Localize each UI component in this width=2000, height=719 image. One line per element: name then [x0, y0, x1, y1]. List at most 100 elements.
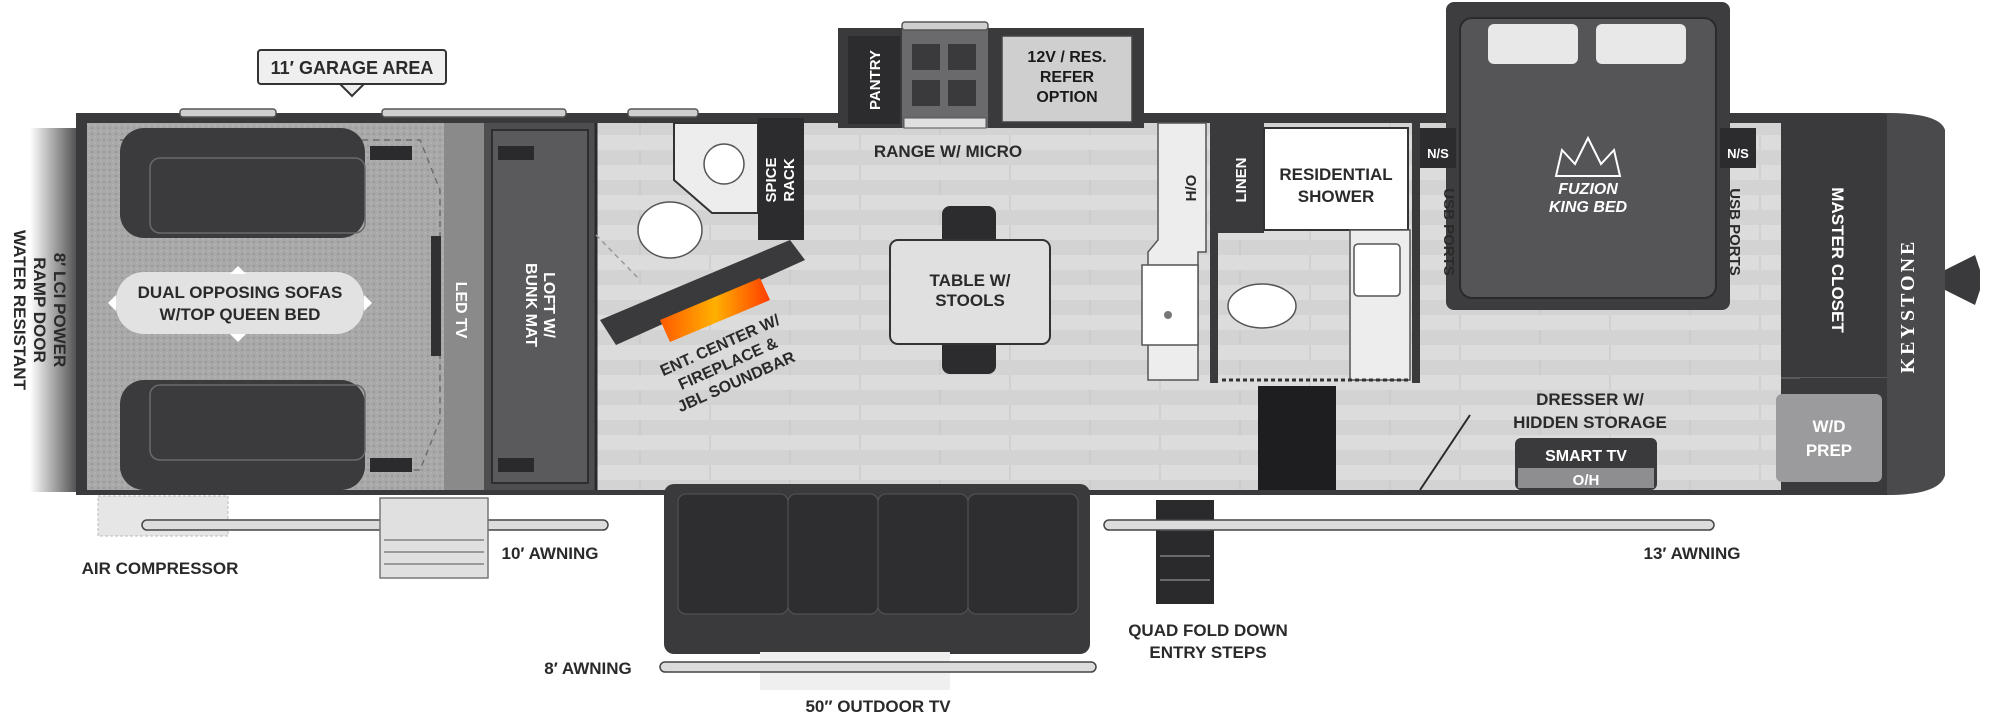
label-usb-left: USB PORTS [1440, 188, 1457, 276]
label-wd-2: PREP [1806, 441, 1852, 460]
garage-steps [379, 497, 489, 579]
dining-table [889, 239, 1051, 345]
bath-sink [1353, 243, 1401, 297]
arrow-right-icon [364, 295, 372, 311]
label-wd-1: W/D [1812, 417, 1845, 436]
smart-tv-strip [1518, 468, 1654, 488]
wall-diagonal [595, 234, 641, 281]
entry-door [1258, 386, 1336, 490]
ns-right [1720, 128, 1756, 168]
crown-icon [1554, 135, 1622, 177]
range-top [902, 28, 988, 128]
range-burners [912, 44, 976, 106]
shower [1263, 127, 1409, 231]
loft-strap-top [498, 146, 534, 160]
label-shower-2: SHOWER [1298, 187, 1375, 206]
loft-strap-bottom [498, 458, 534, 472]
awning-8 [659, 661, 1097, 673]
label-ho: H/O [1183, 174, 1200, 201]
label-ns-left: N/S [1427, 146, 1449, 161]
label-shower-1: RESIDENTIAL [1279, 165, 1392, 184]
svg-text:LOFT W/: LOFT W/ [540, 272, 557, 338]
svg-text:8′ LCI POWER: 8′ LCI POWER [50, 253, 69, 368]
sofa-bottom [120, 380, 412, 490]
label-refer-3: OPTION [1036, 89, 1097, 106]
label-refer-2: REFER [1040, 69, 1095, 86]
sofa-seat-2 [787, 493, 879, 615]
label-ns-right: N/S [1727, 146, 1749, 161]
arrow-down-icon [230, 334, 246, 342]
label-master-closet: MASTER CLOSET [1828, 187, 1847, 333]
label-spice-rack: SPICE RACK [763, 157, 798, 202]
svg-text:SPICE: SPICE [763, 157, 780, 202]
label-range: RANGE W/ MICRO [874, 142, 1022, 161]
led-tv-wall [444, 123, 484, 490]
toilet [1227, 283, 1297, 329]
king-bed [1459, 17, 1717, 299]
window-3 [627, 108, 699, 118]
label-dresser-1: DRESSER W/ [1536, 390, 1644, 409]
linen-closet [1218, 123, 1264, 233]
led-tv-panel [431, 236, 441, 356]
label-oh: O/H [1573, 472, 1600, 489]
sofa-seat-3 [877, 493, 969, 615]
stool-top [942, 206, 996, 246]
label-led-tv: LED TV [452, 282, 469, 339]
label-bed-2: KING BED [1549, 199, 1628, 216]
loft-mat [491, 129, 589, 484]
label-linen: LINEN [1233, 158, 1250, 203]
master-closet [1781, 123, 1887, 378]
fireplace-flames [660, 278, 770, 342]
label-outdoor-tv: 50″ OUTDOOR TV [805, 697, 951, 716]
sofa-top [120, 128, 412, 238]
label-sofas-2: W/TOP QUEEN BED [160, 305, 321, 324]
pillow-right [1596, 24, 1686, 64]
awning-10 [141, 519, 609, 531]
arrow-up-icon [230, 266, 246, 274]
vanity-sink [703, 143, 745, 185]
pillow-left [1488, 24, 1578, 64]
label-refer-1: 12V / RES. [1027, 49, 1106, 66]
label-usb-right: USB PORTS [1726, 188, 1743, 276]
label-garage-area: 11′ GARAGE AREA [271, 58, 434, 78]
brand-logo: KEYSTONE [1897, 239, 1919, 374]
hitch-pin [1945, 255, 1980, 305]
label-air-compressor: AIR COMPRESSOR [82, 559, 239, 578]
svg-text:RAMP DOOR: RAMP DOOR [30, 257, 49, 362]
sofa-seat-1 [677, 493, 789, 615]
svg-text:WATER RESISTANT: WATER RESISTANT [10, 230, 29, 391]
label-table-2: STOOLS [935, 291, 1005, 310]
svg-text:RACK: RACK [781, 158, 798, 201]
label-dresser-2: HIDDEN STORAGE [1513, 413, 1667, 432]
label-pantry: PANTRY [867, 50, 884, 110]
label-table-1: TABLE W/ [930, 271, 1011, 290]
sofa-seat-4 [967, 493, 1079, 615]
label-steps-2: ENTRY STEPS [1149, 643, 1266, 662]
ramp-door [30, 128, 80, 492]
awning-13 [1103, 519, 1715, 531]
garage-step-lines [384, 539, 484, 565]
label-steps-1: QUAD FOLD DOWN [1128, 621, 1288, 640]
entertainment-center [600, 240, 805, 345]
toilet-round [637, 201, 703, 259]
wd-prep [1776, 394, 1882, 482]
label-awning-13: 13′ AWNING [1644, 544, 1741, 563]
label-bed-1: FUZION [1558, 181, 1618, 198]
front-cap [1887, 113, 1945, 495]
range-window [901, 21, 989, 31]
bath-wall-right [1412, 118, 1420, 383]
label-awning-8: 8′ AWNING [544, 659, 632, 678]
ns-left [1420, 128, 1456, 168]
label-ramp-door: 8′ LCI POWER RAMP DOOR WATER RESISTANT [10, 230, 69, 391]
svg-text:BUNK MAT: BUNK MAT [522, 263, 539, 347]
callout-pointer [337, 83, 367, 98]
range-front [903, 117, 987, 129]
label-awning-10: 10′ AWNING [502, 544, 599, 563]
window-2 [381, 108, 567, 118]
window-1 [179, 108, 277, 118]
queen-bed-label-bg [116, 272, 364, 334]
refer [1001, 35, 1133, 123]
bath-wall [1210, 118, 1218, 383]
label-sofas-1: DUAL OPPOSING SOFAS [138, 283, 343, 302]
spice-rack [758, 118, 804, 240]
